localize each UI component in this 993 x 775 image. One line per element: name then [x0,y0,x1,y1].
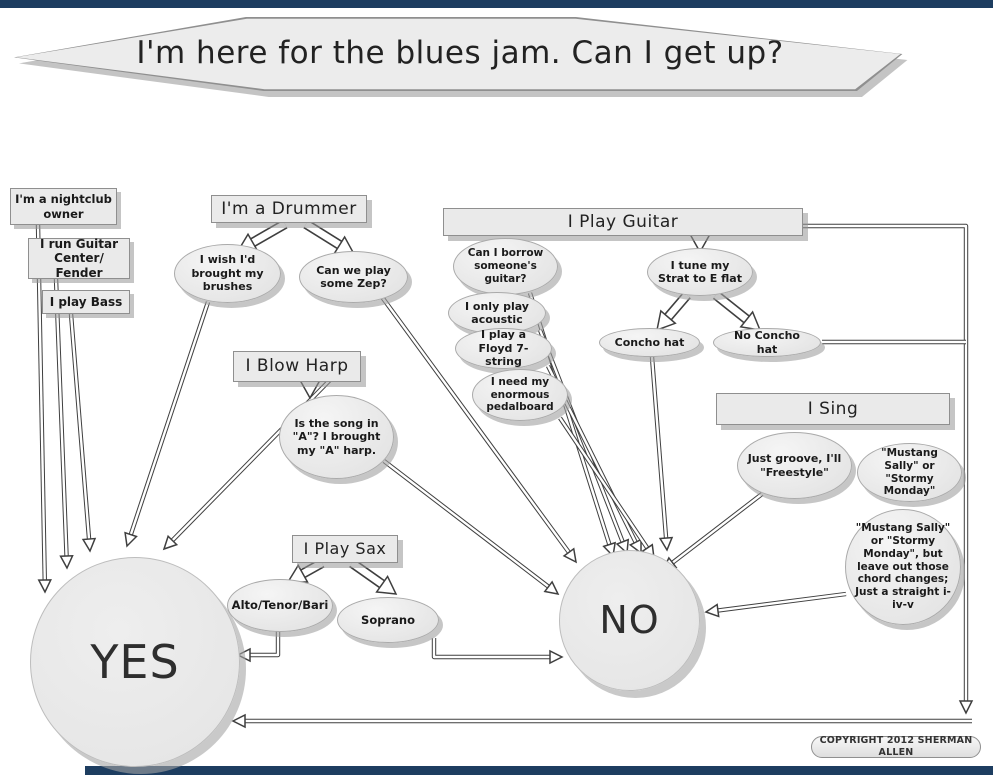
guitar-center-box: I run Guitar Center/ Fender [28,236,130,280]
soprano-to-no-arrowhead [549,649,564,665]
right-pipe-to-yes-arrowhead [231,713,246,729]
guitarcenter-to-yes-arrowhead [59,554,74,570]
bass-to-yes-connector [68,313,97,553]
sing-header-label: I Sing [807,398,859,419]
guitar-center-box-label: I run Guitar Center/ Fender [39,236,119,280]
play-bass-box: I play Bass [42,290,130,314]
acoustic-oval-label: I only play acoustic [465,299,529,326]
mustang-straight-circle: "Mustang Sally" or "Stormy Monday", but … [845,509,961,625]
nightclub-to-yes-arrowhead [37,579,52,594]
zep-oval-label: Can we play some Zep? [316,263,391,290]
harp-question-to-no-arrowhead [543,580,560,596]
harp-to-yes-arrowhead [162,534,179,551]
no-circle-label: NO [599,598,660,643]
guitarcenter-to-yes-connector [53,278,74,570]
nightclub-owner-box: I'm a nightclub owner [10,188,117,225]
nightclub-to-yes-connector [35,224,52,594]
soprano-oval: Soprano [337,597,439,643]
sax-header-label: I Play Sax [303,539,387,559]
right-pipe-to-yes-connector [231,713,972,729]
strat-to-concho-connector [655,291,691,332]
sax-to-soprano-arrowhead [375,574,398,595]
guitar-header: I Play Guitar [443,208,803,236]
no-concho-hat-oval: No Concho hat [713,328,821,357]
strat-to-concho-arrowhead [655,309,677,332]
soprano-oval-label: Soprano [361,612,415,627]
zep-to-no-connector [380,295,577,564]
alto-to-yes-arrowhead [236,647,251,663]
pedalboard-oval-label: I need my enormous pedalboard [486,375,554,414]
brushes-oval-label: I wish I'd brought my brushes [191,253,264,294]
alto-tenor-bari-oval-label: Alto/Tenor/Bari [231,598,329,613]
bottom-window-edge [85,766,993,775]
harp-header-label: I Blow Harp [245,356,349,377]
title-banner-face: I'm here for the blues jam. Can I get up… [16,18,901,90]
zep-oval: Can we play some Zep? [299,251,408,303]
drummer-header: I'm a Drummer [211,195,367,223]
freestyle-oval: Just groove, I'll "Freestyle" [737,432,852,499]
freestyle-to-no-connector [661,492,764,572]
brushes-to-yes-connector [124,301,211,548]
floyd-oval-label: I play a Floyd 7-string [478,328,529,369]
no-concho-hat-oval-label: No Concho hat [734,329,800,356]
harp-question-circle: Is the song in "A"? I brought my "A" har… [279,395,394,479]
yes-circle-label: YES [90,634,180,689]
guitar-header-label: I Play Guitar [567,211,679,232]
play-bass-box-label: I play Bass [49,294,123,309]
strat-eflat-oval-label: I tune my Strat to E flat [658,258,742,285]
drummer-to-zep-connector [303,219,356,255]
mustang-sally-oval: "Mustang Sally" or "Stormy Monday" [857,443,962,502]
acoustic-to-no-arrowhead [615,538,630,555]
brushes-oval: I wish I'd brought my brushes [174,244,281,303]
brushes-to-yes-arrowhead [124,531,138,548]
pedalboard-oval: I need my enormous pedalboard [472,369,568,421]
guitar-header-to-right-pipe-arrowhead [958,700,974,715]
mustang-straight-to-no-arrowhead [704,603,720,618]
floyd-oval: I play a Floyd 7-string [455,328,552,369]
borrow-guitar-oval: Can I borrow someone's guitar? [453,238,558,295]
page-title: I'm here for the blues jam. Can I get up… [136,35,784,72]
harp-question-to-no-connector [382,459,560,596]
concho-hat-oval: Concho hat [599,328,700,357]
no-circle: NO [559,550,700,691]
zep-to-no-arrowhead [562,547,577,564]
sax-to-alto-connector [286,558,325,583]
mustang-straight-circle-label: "Mustang Sally" or "Stormy Monday", but … [855,522,951,611]
harp-header: I Blow Harp [233,351,361,382]
bass-to-yes-arrowhead [81,537,97,553]
drummer-header-label: I'm a Drummer [221,198,357,219]
copyright-pill-label: COPYRIGHT 2012 SHERMAN ALLEN [819,735,973,758]
mustang-straight-to-no-connector [704,591,847,618]
concho-to-no-connector [649,356,674,552]
nightclub-owner-box-label: I'm a nightclub owner [15,192,112,221]
floyd-to-no-arrowhead [628,538,642,555]
soprano-to-no-connector [431,638,564,665]
title-banner: I'm here for the blues jam. Can I get up… [14,12,906,96]
sax-to-soprano-connector [349,558,398,595]
freestyle-oval-label: Just groove, I'll "Freestyle" [747,452,842,479]
borrow-guitar-oval-label: Can I borrow someone's guitar? [467,247,544,285]
guitar-header-to-right-pipe-connector [803,223,974,715]
concho-hat-oval-label: Concho hat [614,335,685,349]
sing-header: I Sing [716,393,950,425]
copyright-pill: COPYRIGHT 2012 SHERMAN ALLEN [811,735,981,758]
strat-to-no-concho-connector [712,291,762,331]
alto-tenor-bari-oval: Alto/Tenor/Bari [227,579,333,632]
yes-circle: YES [30,557,240,767]
mustang-sally-oval-label: "Mustang Sally" or "Stormy Monday" [881,446,938,498]
concho-to-no-arrowhead [658,536,674,552]
sax-header: I Play Sax [292,535,398,563]
harp-question-circle-label: Is the song in "A"? I brought my "A" har… [292,416,381,457]
alto-to-yes-connector [236,630,281,663]
top-window-edge [0,0,993,8]
strat-eflat-oval: I tune my Strat to E flat [647,248,753,296]
